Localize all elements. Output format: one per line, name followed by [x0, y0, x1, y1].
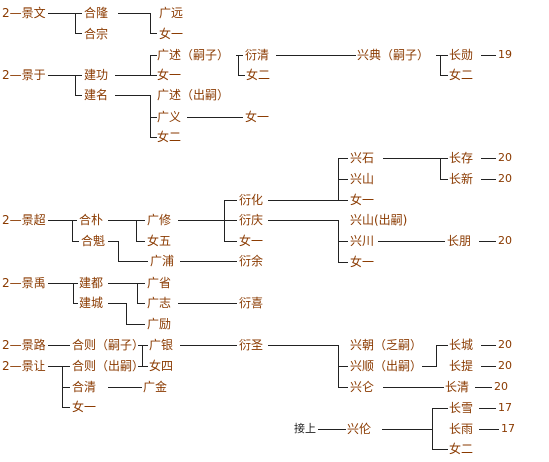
person-nver-1: 女二 [246, 68, 271, 82]
person-nver-3: 女二 [157, 130, 182, 144]
person-changyu: 长雨 [449, 422, 474, 436]
generation-20: 20 [498, 172, 512, 185]
person-guangsheng: 广省 [147, 276, 172, 290]
generation-17: 17 [498, 401, 512, 414]
person-guangshu-sizi: 广述（嗣子） [157, 48, 230, 62]
person-nver-2: 女二 [449, 68, 474, 82]
person-guangjin: 广金 [143, 380, 168, 394]
person-guangyin: 广银 [149, 338, 174, 352]
continuation-label: 接上 [294, 422, 316, 435]
person-xingshun: 兴顺（出嗣） [350, 359, 423, 373]
person-jingyu: 2—景于 [2, 68, 46, 82]
person-xinglun-2: 兴伦 [347, 422, 372, 436]
generation-19: 19 [498, 48, 512, 61]
person-yanqing: 衍清 [245, 48, 270, 62]
person-guangpu: 广浦 [150, 254, 175, 268]
person-xingshan-chusi: 兴山(出嗣) [350, 213, 408, 227]
person-guangyi: 广义 [157, 110, 182, 124]
person-hepu: 合朴 [79, 213, 104, 227]
person-jiandu: 建都 [79, 276, 104, 290]
person-guangli: 广励 [147, 317, 172, 331]
person-xingshi: 兴石 [350, 151, 375, 165]
generation-20: 20 [498, 338, 512, 351]
person-jingyu2: 2—景禹 [2, 276, 46, 290]
generation-20: 20 [498, 234, 512, 247]
person-hekui: 合魁 [81, 234, 106, 248]
person-jingrang: 2—景让 [2, 359, 46, 373]
person-guangzhi: 广志 [147, 296, 172, 310]
person-changcun: 长存 [449, 151, 474, 165]
person-changqing: 长清 [445, 380, 470, 394]
person-heqing: 合清 [72, 380, 97, 394]
person-changcheng: 长城 [449, 338, 474, 352]
person-jingchao: 2—景超 [2, 213, 46, 227]
person-nvyi-7: 女一 [72, 400, 97, 414]
person-guangyuan: 广远 [159, 6, 184, 20]
person-nvyi-6: 女一 [350, 255, 375, 269]
person-changxun: 长勋 [449, 48, 474, 62]
person-heze-sizi: 合则（嗣子） [72, 338, 145, 352]
person-jianming: 建名 [84, 88, 109, 102]
person-jiancheng: 建城 [79, 296, 104, 310]
person-nver-4: 女二 [449, 442, 474, 456]
person-xingchuan: 兴川 [350, 234, 375, 248]
person-yanhua: 衍化 [239, 193, 264, 207]
person-guangxiu: 广修 [147, 213, 172, 227]
person-helong: 合隆 [84, 6, 109, 20]
person-guangshu-chusi: 广述（出嗣） [157, 88, 230, 102]
person-jiangong: 建功 [84, 68, 109, 82]
generation-20: 20 [494, 380, 508, 393]
person-jingwen: 2—景文 [2, 6, 46, 20]
person-heze-chusi: 合则（出嗣） [72, 359, 145, 373]
person-xingdian-sizi: 兴典（嗣子） [357, 48, 430, 62]
person-yanyu: 衍余 [239, 254, 264, 268]
person-changxue: 长雪 [449, 401, 474, 415]
person-nvyi-4: 女一 [350, 193, 375, 207]
person-nvyi-5: 女一 [239, 234, 264, 248]
person-changxin: 长新 [449, 172, 474, 186]
generation-17: 17 [501, 422, 515, 435]
person-xingchao: 兴朝（乏嗣） [350, 338, 423, 352]
person-yansheng: 衍圣 [239, 338, 264, 352]
generation-20: 20 [498, 151, 512, 164]
person-nvyi-1: 女一 [159, 27, 184, 41]
person-nvsi: 女四 [149, 359, 174, 373]
person-xinglun-1: 兴仑 [350, 380, 375, 394]
generation-20: 20 [498, 359, 512, 372]
person-nvyi-2: 女一 [157, 68, 182, 82]
person-yanxi: 衍喜 [239, 296, 264, 310]
person-xingshan: 兴山 [350, 172, 375, 186]
person-changti: 长提 [449, 359, 474, 373]
person-hezong: 合宗 [84, 27, 109, 41]
person-nvwu: 女五 [147, 234, 172, 248]
person-yanqing2: 衍庆 [239, 213, 264, 227]
person-nvyi-3: 女一 [245, 110, 270, 124]
person-changpeng: 长朋 [447, 234, 472, 248]
person-jinglu: 2—景路 [2, 338, 46, 352]
